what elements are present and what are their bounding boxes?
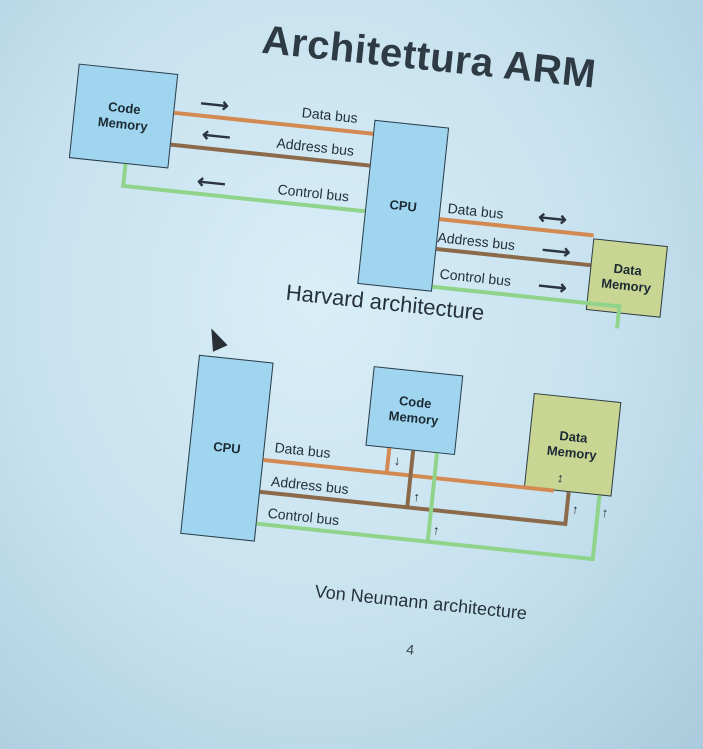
- vn-code-memory-box: Code Memory: [365, 366, 464, 456]
- left-arrow-icon: ⟵: [200, 123, 232, 149]
- up-arrow-icon: ↑: [432, 522, 441, 538]
- right-arrow-icon: ⟶: [199, 92, 230, 118]
- vn-cpu-box: CPU: [180, 354, 274, 542]
- left-arrow-icon: ⟵: [195, 170, 227, 196]
- bidirectional-arrow-icon: ⟷: [537, 206, 568, 232]
- vn-code-data-drop: [384, 447, 392, 474]
- right-arrow-icon: ⟶: [540, 239, 572, 264]
- control-bus-line-vertical: [615, 308, 622, 329]
- cpu-box: CPU: [357, 119, 450, 292]
- vn-data-data-drop: [549, 490, 554, 493]
- control-bus-label: Control bus: [438, 265, 512, 289]
- vn-data-bus-label: Data bus: [273, 439, 332, 461]
- mouse-cursor-icon: [204, 325, 228, 352]
- right-arrow-icon: ⟶: [536, 274, 568, 300]
- up-arrow-icon: ↑: [571, 501, 580, 518]
- bidirectional-arrow-icon: ↕: [556, 469, 565, 486]
- control-bus-line-vertical: [121, 163, 128, 187]
- vn-data-memory-box: Data Memory: [523, 392, 622, 497]
- vn-data-control-drop: [590, 495, 602, 562]
- down-arrow-icon: ↓: [393, 452, 402, 469]
- slide-title: Architettura ARM: [259, 17, 599, 97]
- up-arrow-icon: ↑: [412, 488, 421, 505]
- up-arrow-icon: ↑: [600, 504, 610, 521]
- von-neumann-caption: Von Neumann architecture: [313, 581, 528, 624]
- data-bus-label: Data bus: [301, 104, 359, 126]
- code-memory-box: Code Memory: [68, 63, 179, 169]
- page-number: 4: [405, 641, 415, 658]
- vn-data-address-drop: [563, 491, 571, 527]
